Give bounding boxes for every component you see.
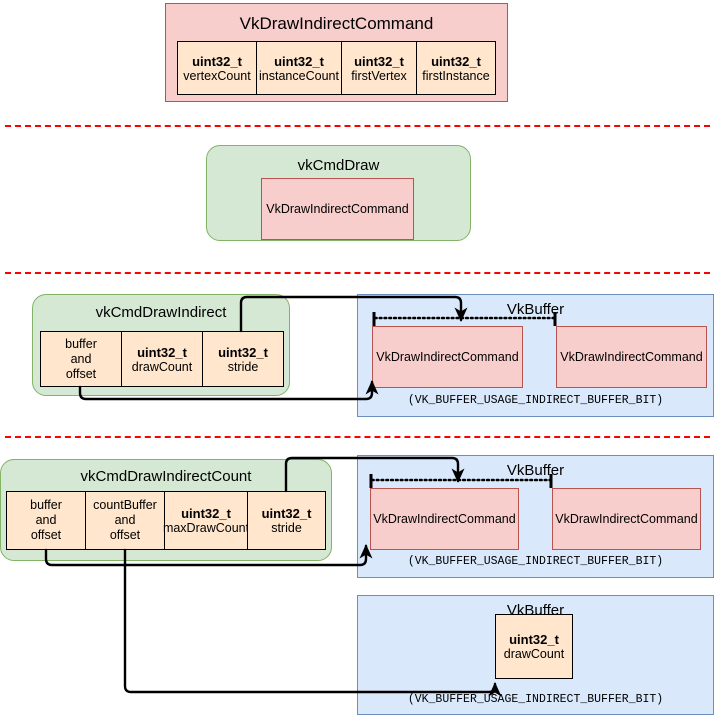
field-type: uint32_t [354, 53, 404, 69]
param-line-3: offset [109, 528, 141, 542]
inline-struct-label: VkDrawIndirectCommand [266, 201, 409, 216]
field-type: uint32_t [192, 53, 242, 69]
buffer-title: VkBuffer [506, 301, 565, 318]
param-line-3: offset [30, 528, 62, 542]
field-name: firstInstance [422, 68, 490, 83]
param-name: stride [271, 521, 302, 535]
param-type: uint32_t [218, 344, 268, 360]
field-name: instanceCount [259, 68, 339, 83]
param-type: uint32_t [137, 344, 187, 360]
param-buffer-and-offset: buffer and offset [6, 491, 86, 550]
param-line-1: countBuffer [93, 498, 157, 512]
param-type: uint32_t [181, 506, 231, 521]
field-name: firstVertex [351, 68, 407, 83]
param-line-2: and [114, 513, 136, 527]
param-maxdrawcount: uint32_t maxDrawCount [162, 491, 250, 550]
field-instancecount: uint32_t instanceCount [256, 41, 342, 95]
buffer-entry-1: VkDrawIndirectCommand [372, 326, 523, 388]
field-vertexcount: uint32_t vertexCount [177, 41, 257, 95]
buffer-entry-label: VkDrawIndirectCommand [560, 349, 703, 364]
param-line-1: buffer [65, 336, 97, 351]
param-countbuffer-and-offset: countBuffer and offset [85, 491, 165, 550]
field-name: vertexCount [183, 68, 251, 83]
buffer-usage: (VK_BUFFER_USAGE_INDIRECT_BUFFER_BIT) [407, 555, 664, 568]
param-drawcount: uint32_t drawCount [121, 331, 203, 387]
buffer-usage: (VK_BUFFER_USAGE_INDIRECT_BUFFER_BIT) [407, 394, 664, 407]
param-line-2: and [70, 351, 92, 366]
param-name: maxDrawCount [162, 521, 250, 535]
buffer-usage: (VK_BUFFER_USAGE_INDIRECT_BUFFER_BIT) [407, 693, 664, 706]
param-stride: uint32_t stride [202, 331, 284, 387]
param-name: stride [227, 359, 259, 374]
buffer-entry-2: VkDrawIndirectCommand [556, 326, 707, 388]
command-title: vkCmdDraw [297, 157, 380, 174]
param-line-1: buffer [30, 498, 62, 512]
command-title: vkCmdDrawIndirect [95, 304, 227, 321]
buffer-entry-label: VkDrawIndirectCommand [555, 511, 698, 526]
param-line-3: offset [65, 366, 97, 381]
field-name: drawCount [503, 647, 565, 661]
field-firstvertex: uint32_t firstVertex [341, 41, 417, 95]
field-type: uint32_t [274, 53, 324, 69]
buffer-entry-1: VkDrawIndirectCommand [370, 488, 519, 550]
param-buffer-and-offset: buffer and offset [40, 331, 122, 387]
field-type: uint32_t [509, 632, 559, 647]
field-firstinstance: uint32_t firstInstance [416, 41, 496, 95]
param-name: drawCount [131, 359, 193, 374]
buffer-entry-2: VkDrawIndirectCommand [552, 488, 701, 550]
param-stride: uint32_t stride [247, 491, 326, 550]
inline-vkdrawindirectcommand: VkDrawIndirectCommand [261, 178, 414, 240]
param-type: uint32_t [261, 506, 312, 521]
divider-1 [5, 125, 710, 127]
field-type: uint32_t [431, 53, 481, 69]
buffer-entry-label: VkDrawIndirectCommand [376, 349, 519, 364]
divider-2 [5, 272, 710, 274]
buffer-title: VkBuffer [506, 462, 565, 479]
buffer-entry-label: VkDrawIndirectCommand [373, 511, 516, 526]
struct-title: VkDrawIndirectCommand [239, 14, 434, 33]
param-line-2: and [35, 513, 57, 527]
command-title: vkCmdDrawIndirectCount [80, 468, 252, 485]
count-buffer-field-drawcount: uint32_t drawCount [495, 614, 573, 679]
divider-3 [5, 436, 710, 438]
